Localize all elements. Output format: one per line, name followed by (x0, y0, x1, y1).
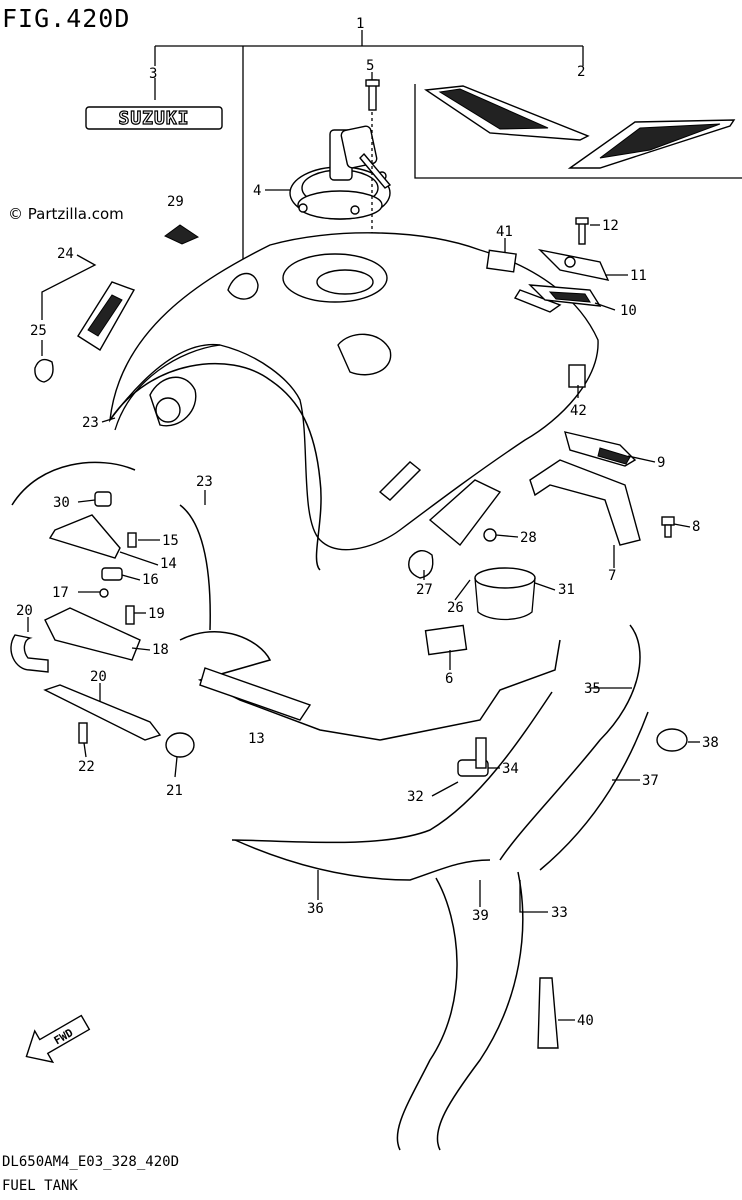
callout-29: 29 (167, 194, 184, 210)
hose-33 (436, 871, 524, 1151)
band-31 (474, 567, 536, 621)
callout-5: 5 (366, 58, 374, 74)
callout-13: 13 (248, 731, 265, 747)
leader-lines (27, 72, 700, 1021)
grommet-38 (656, 728, 688, 752)
callout-32: 32 (407, 789, 424, 805)
rubber-9 (564, 431, 637, 467)
callout-2: 2 (577, 64, 585, 80)
diagram-name: FUEL TANK (2, 1178, 78, 1194)
joint-34 (457, 737, 489, 777)
watermark: © Partzilla.com (8, 205, 124, 223)
callout-19: 19 (148, 606, 165, 622)
hose-32 (231, 691, 553, 844)
callout-28: 28 (520, 530, 537, 546)
callout-7: 7 (608, 568, 616, 584)
callout-16: 16 (142, 572, 159, 588)
callout-39: 39 (472, 908, 489, 924)
figure-title: FIG.420D (2, 4, 131, 33)
bracket-10 (528, 284, 602, 307)
rubber-cushion-25 (34, 358, 54, 383)
callout-22: 22 (78, 759, 95, 775)
callout-21: 21 (166, 783, 183, 799)
callout-3: 3 (149, 66, 157, 82)
callout-36: 36 (307, 901, 324, 917)
callout-17: 17 (52, 585, 69, 601)
decal-24 (77, 281, 136, 351)
callout-9: 9 (657, 455, 665, 471)
bracket-11 (537, 248, 610, 281)
hose-35 (499, 624, 641, 861)
fuel-tank (109, 232, 599, 551)
bolt-17 (99, 588, 109, 598)
callout-20b: 20 (90, 669, 107, 685)
hose-37 (539, 711, 649, 871)
assembly-bracket (154, 30, 742, 260)
bracket-7 (529, 459, 641, 546)
hose-23-left (179, 504, 211, 631)
pad-42 (568, 364, 586, 388)
bracket-18 (44, 607, 141, 661)
callout-12: 12 (602, 218, 619, 234)
clamp-16 (101, 567, 123, 581)
cushion-27 (408, 550, 434, 579)
callout-6: 6 (445, 671, 453, 687)
callout-41: 41 (496, 224, 513, 240)
pad-6 (424, 624, 468, 656)
plate-26 (428, 479, 502, 547)
callout-37: 37 (642, 773, 659, 789)
emblem-text: SUZUKI (118, 108, 189, 129)
bracket-14 (48, 514, 121, 559)
callout-23a: 23 (82, 415, 99, 431)
callout-42: 42 (570, 403, 587, 419)
bolt-8 (661, 516, 675, 538)
tank-frame-13 (179, 631, 561, 741)
callout-33: 33 (551, 905, 568, 921)
callout-15: 15 (162, 533, 179, 549)
callout-26: 26 (447, 600, 464, 616)
washer-21 (165, 732, 195, 758)
hose-36 (234, 839, 491, 881)
bolt-28 (483, 528, 497, 542)
callout-24: 24 (57, 246, 74, 262)
callout-35: 35 (584, 681, 601, 697)
callout-38: 38 (702, 735, 719, 751)
callout-25: 25 (30, 323, 47, 339)
callout-40: 40 (577, 1013, 594, 1029)
fwd-arrow: FWD (25, 1014, 91, 1064)
callout-4: 4 (253, 183, 261, 199)
callout-1: 1 (356, 16, 364, 32)
clip-40 (537, 977, 559, 1049)
callout-14: 14 (160, 556, 177, 572)
callout-labels: 1 2 3 4 5 6 7 8 9 10 11 12 13 14 15 16 1… (16, 16, 719, 1029)
model-code: DL650AM4_E03_328_420D (2, 1154, 180, 1170)
hose-39 (396, 877, 458, 1151)
callout-27: 27 (416, 582, 433, 598)
callout-8: 8 (692, 519, 700, 535)
bolt-12 (575, 217, 589, 245)
screw-19 (125, 605, 135, 625)
bolt-22 (78, 722, 88, 744)
hose-loop (11, 461, 136, 506)
emblem-29 (164, 224, 200, 245)
tank-side-decals (424, 85, 736, 169)
callout-34: 34 (502, 761, 519, 777)
pad-41 (486, 249, 517, 273)
callout-18: 18 (152, 642, 169, 658)
callout-23b: 23 (196, 474, 213, 490)
callout-30: 30 (53, 495, 70, 511)
callout-31: 31 (558, 582, 575, 598)
suzuki-emblem: SUZUKI (85, 106, 223, 130)
callout-20a: 20 (16, 603, 33, 619)
hose-23-front (109, 362, 322, 571)
callout-10: 10 (620, 303, 637, 319)
callout-11: 11 (630, 268, 647, 284)
screw-15 (127, 532, 137, 548)
grommet-30 (94, 491, 112, 507)
hose-fitting-20 (10, 634, 162, 741)
